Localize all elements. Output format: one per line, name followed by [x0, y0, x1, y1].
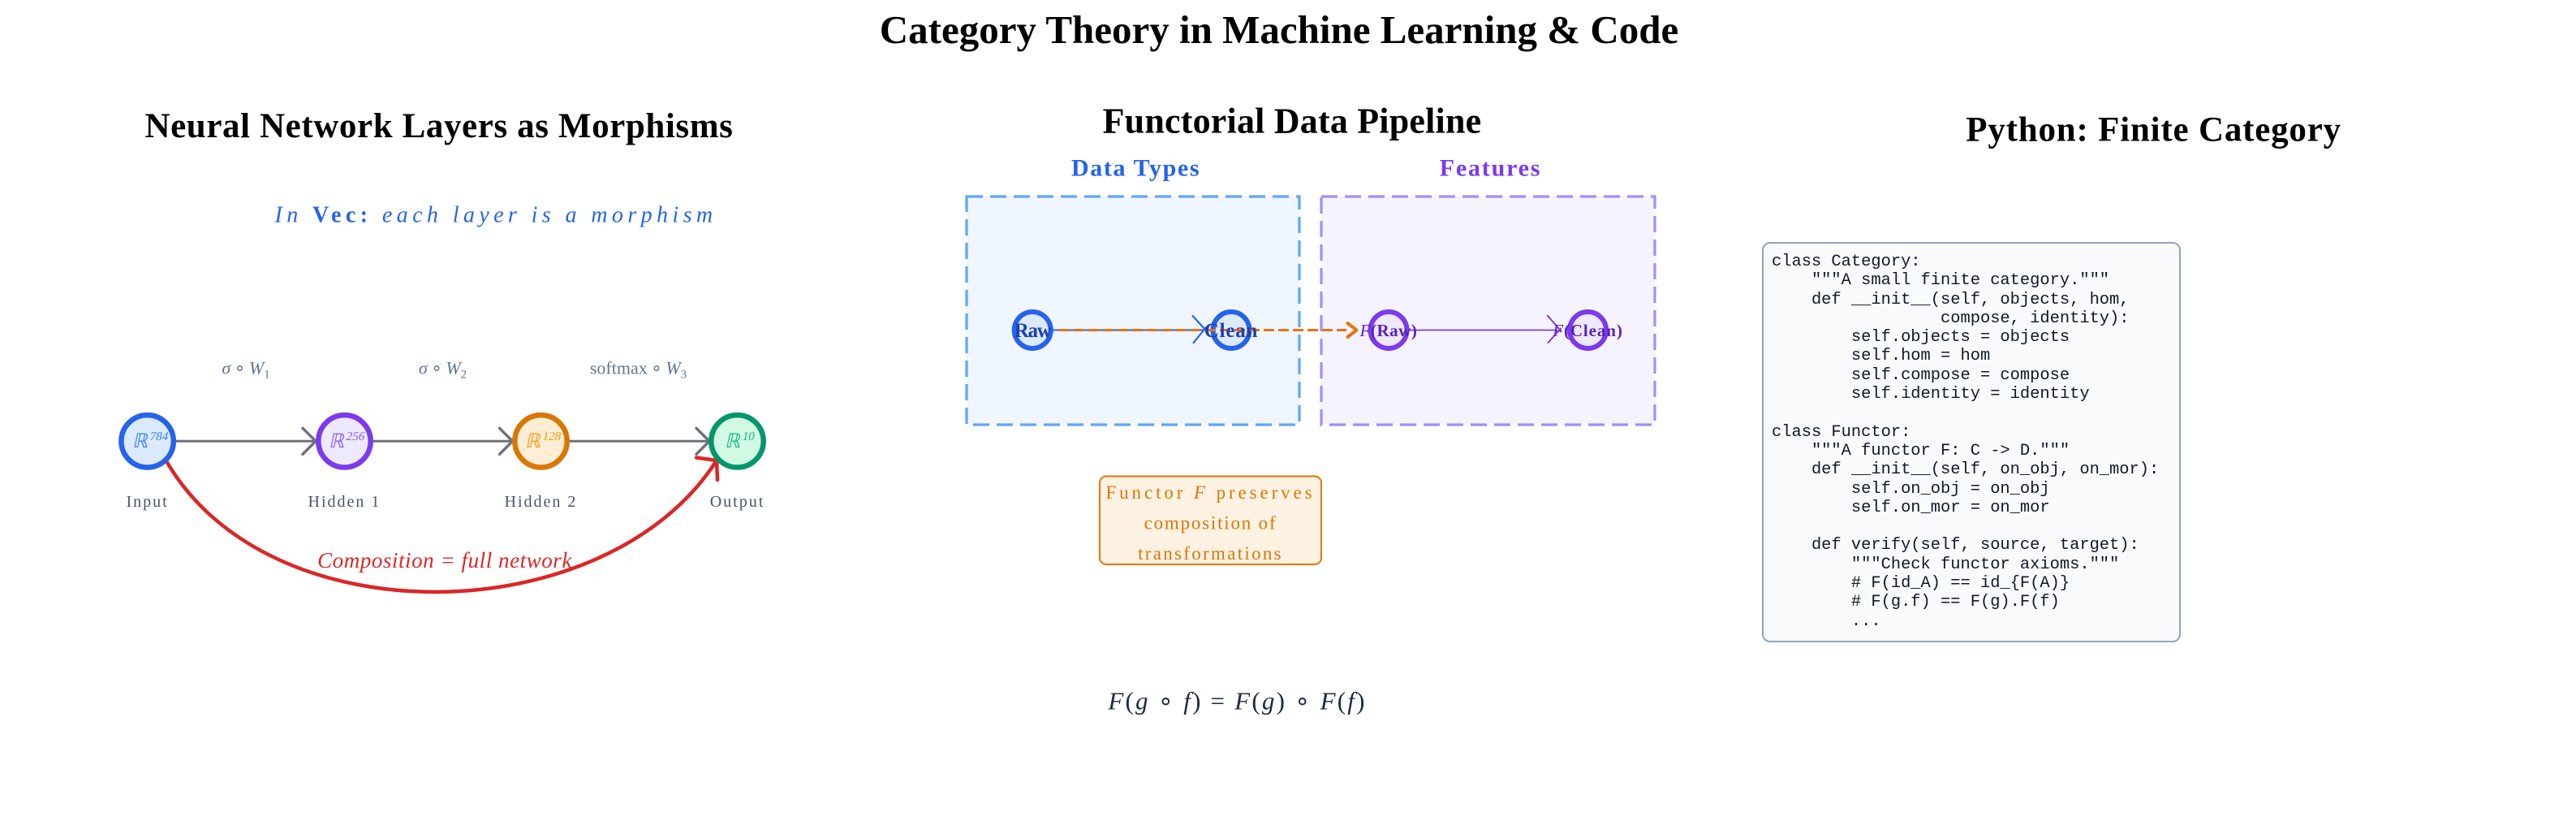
svg-text:Composition = full network: Composition = full network: [317, 548, 572, 573]
svg-text:Hidden 1: Hidden 1: [308, 493, 381, 511]
svg-text:F(Raw): F(Raw): [1359, 321, 1418, 340]
svg-text:F(Clean): F(Clean): [1552, 321, 1623, 340]
svg-text:Functorial Data Pipeline: Functorial Data Pipeline: [1103, 102, 1482, 141]
svg-text:ℝ10: ℝ10: [724, 430, 756, 452]
svg-text:Hidden 2: Hidden 2: [505, 493, 578, 511]
svg-text:σ ∘ W1: σ ∘ W1: [222, 358, 269, 382]
svg-text:Category Theory in Machine Lea: Category Theory in Machine Learning & Co…: [880, 7, 1678, 52]
svg-text:Raw: Raw: [1014, 320, 1052, 342]
svg-text:Clean: Clean: [1204, 320, 1259, 342]
svg-text:Python: Finite Category: Python: Finite Category: [1966, 111, 2341, 149]
svg-text:Data Types: Data Types: [1071, 155, 1200, 182]
svg-text:σ ∘ W2: σ ∘ W2: [419, 358, 467, 382]
svg-text:Functor F preserves: Functor F preserves: [1105, 482, 1315, 503]
svg-text:In Vec: each layer is a morphi: In Vec: each layer is a morphism: [274, 203, 717, 228]
svg-text:Neural Network Layers as Morph: Neural Network Layers as Morphisms: [144, 107, 733, 145]
svg-text:Input: Input: [126, 493, 168, 511]
svg-text:F(g ∘ f) = F(g) ∘ F(f): F(g ∘ f) = F(g) ∘ F(f): [1107, 687, 1366, 715]
svg-text:composition of: composition of: [1144, 513, 1277, 534]
svg-text:Features: Features: [1440, 155, 1541, 182]
svg-text:transformations: transformations: [1138, 543, 1283, 564]
svg-text:softmax ∘ W3: softmax ∘ W3: [590, 358, 687, 382]
svg-text:Output: Output: [710, 493, 765, 511]
